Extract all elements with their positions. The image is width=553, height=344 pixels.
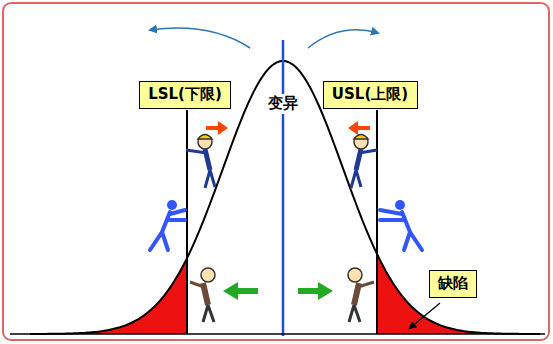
- worker-figure: [348, 268, 374, 322]
- worker-figure: [186, 135, 215, 189]
- worker-figure: [190, 268, 215, 322]
- box-text: 缺陷: [437, 274, 469, 294]
- lsl-line: [186, 110, 188, 334]
- spread-arrow: [150, 28, 250, 48]
- box-text: USL(上限): [331, 85, 410, 105]
- shift-arrow: [298, 282, 333, 300]
- baseline: [10, 333, 545, 335]
- defect-box: 缺陷: [429, 270, 477, 298]
- spread-arrow: [308, 30, 378, 48]
- shift-arrow: [223, 282, 258, 300]
- worker-figure: [351, 135, 377, 189]
- bell-curve: [30, 61, 540, 334]
- usl-line: [376, 110, 378, 334]
- limit-box: USL(上限): [323, 81, 418, 109]
- curve-line: [30, 61, 540, 334]
- variation-label: 变异: [266, 94, 300, 114]
- limit-box: LSL(下限): [139, 81, 231, 109]
- box-text: LSL(下限): [147, 85, 223, 105]
- push-arrow: [348, 121, 370, 135]
- pushing-silhouette: [150, 200, 185, 250]
- leader-line: [410, 303, 440, 328]
- frame: [3, 3, 549, 340]
- pushing-silhouette: [380, 200, 422, 250]
- mean-line: [282, 40, 285, 336]
- push-arrow: [206, 121, 228, 135]
